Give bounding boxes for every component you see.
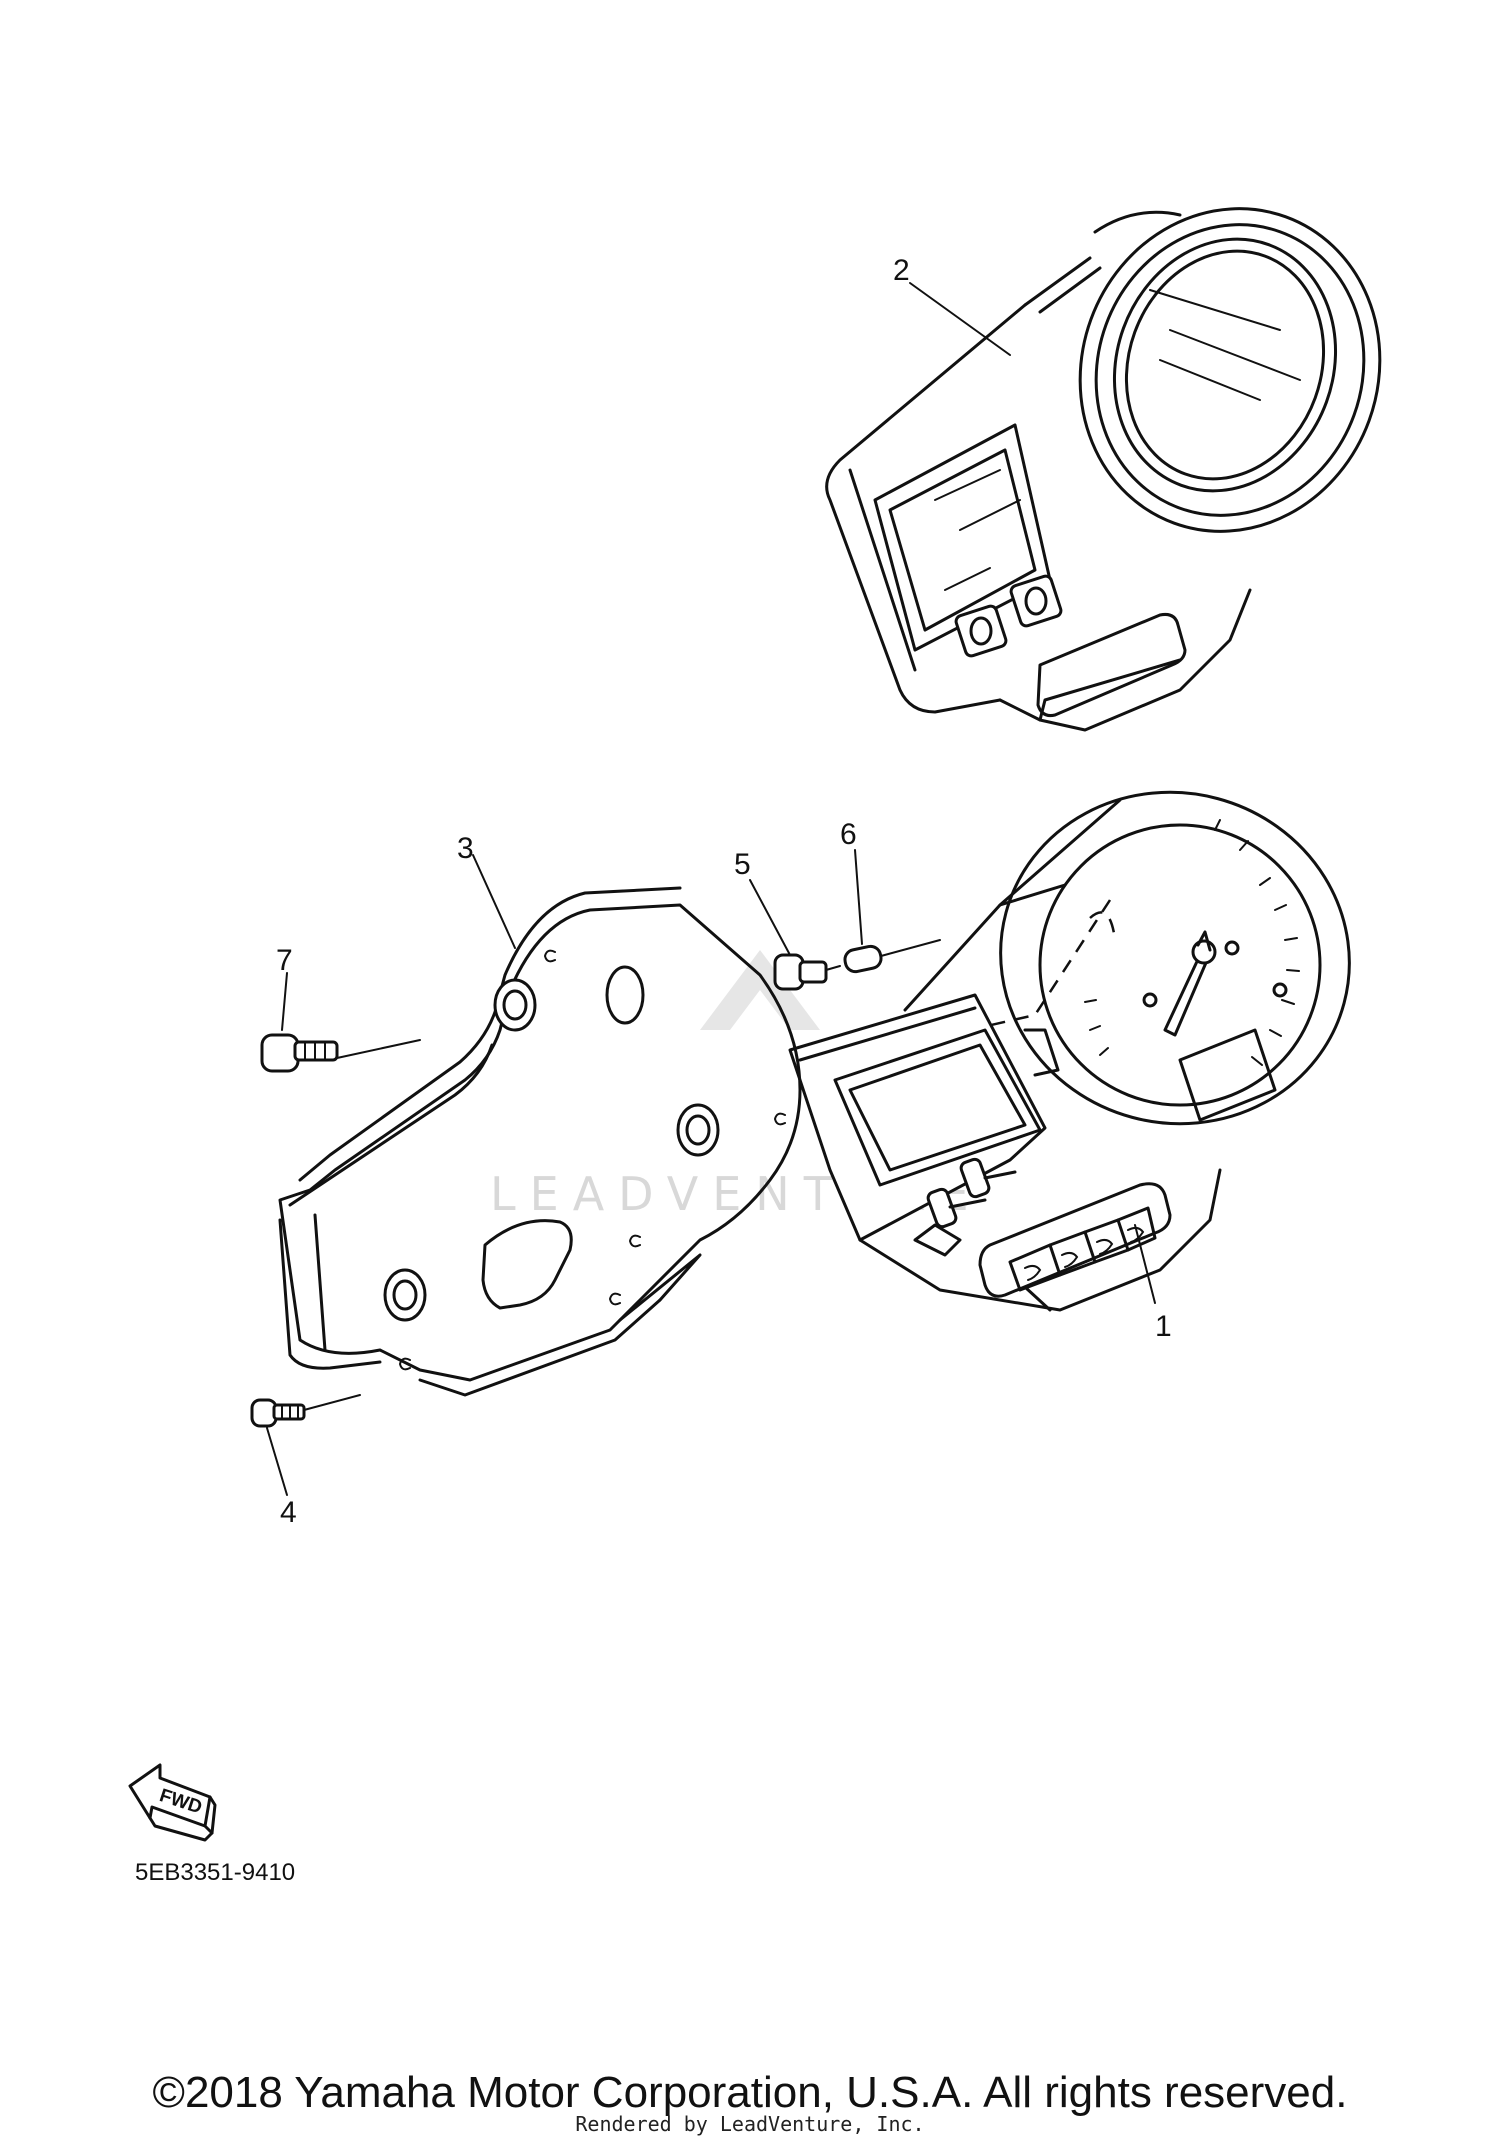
- callout-1: 1: [1155, 1310, 1172, 1343]
- part-7-screw: [260, 1033, 339, 1073]
- callout-7: 7: [276, 944, 293, 977]
- part-3-lower-case: [278, 886, 802, 1397]
- part-code: 5EB3351-9410: [135, 1859, 295, 1886]
- leader-lines: [266, 282, 1156, 1496]
- callout-3: 3: [457, 832, 474, 865]
- callout-5: 5: [734, 848, 751, 881]
- part-5-bulb-socket: [773, 953, 828, 991]
- callout-4: 4: [280, 1496, 297, 1529]
- callout-2: 2: [893, 254, 910, 287]
- callout-6: 6: [840, 818, 857, 851]
- part-6-bulb: [843, 944, 883, 974]
- part-2-meter-cover: [825, 207, 1382, 732]
- fwd-arrow-icon: FWD: [128, 1763, 217, 1842]
- rendered-by-notice: Rendered by LeadVenture, Inc.: [575, 2112, 925, 2136]
- part-1-meter-assembly: [788, 790, 1351, 1312]
- part-4-screw: [250, 1398, 306, 1428]
- copyright-notice: ©2018 Yamaha Motor Corporation, U.S.A. A…: [152, 2068, 1348, 2117]
